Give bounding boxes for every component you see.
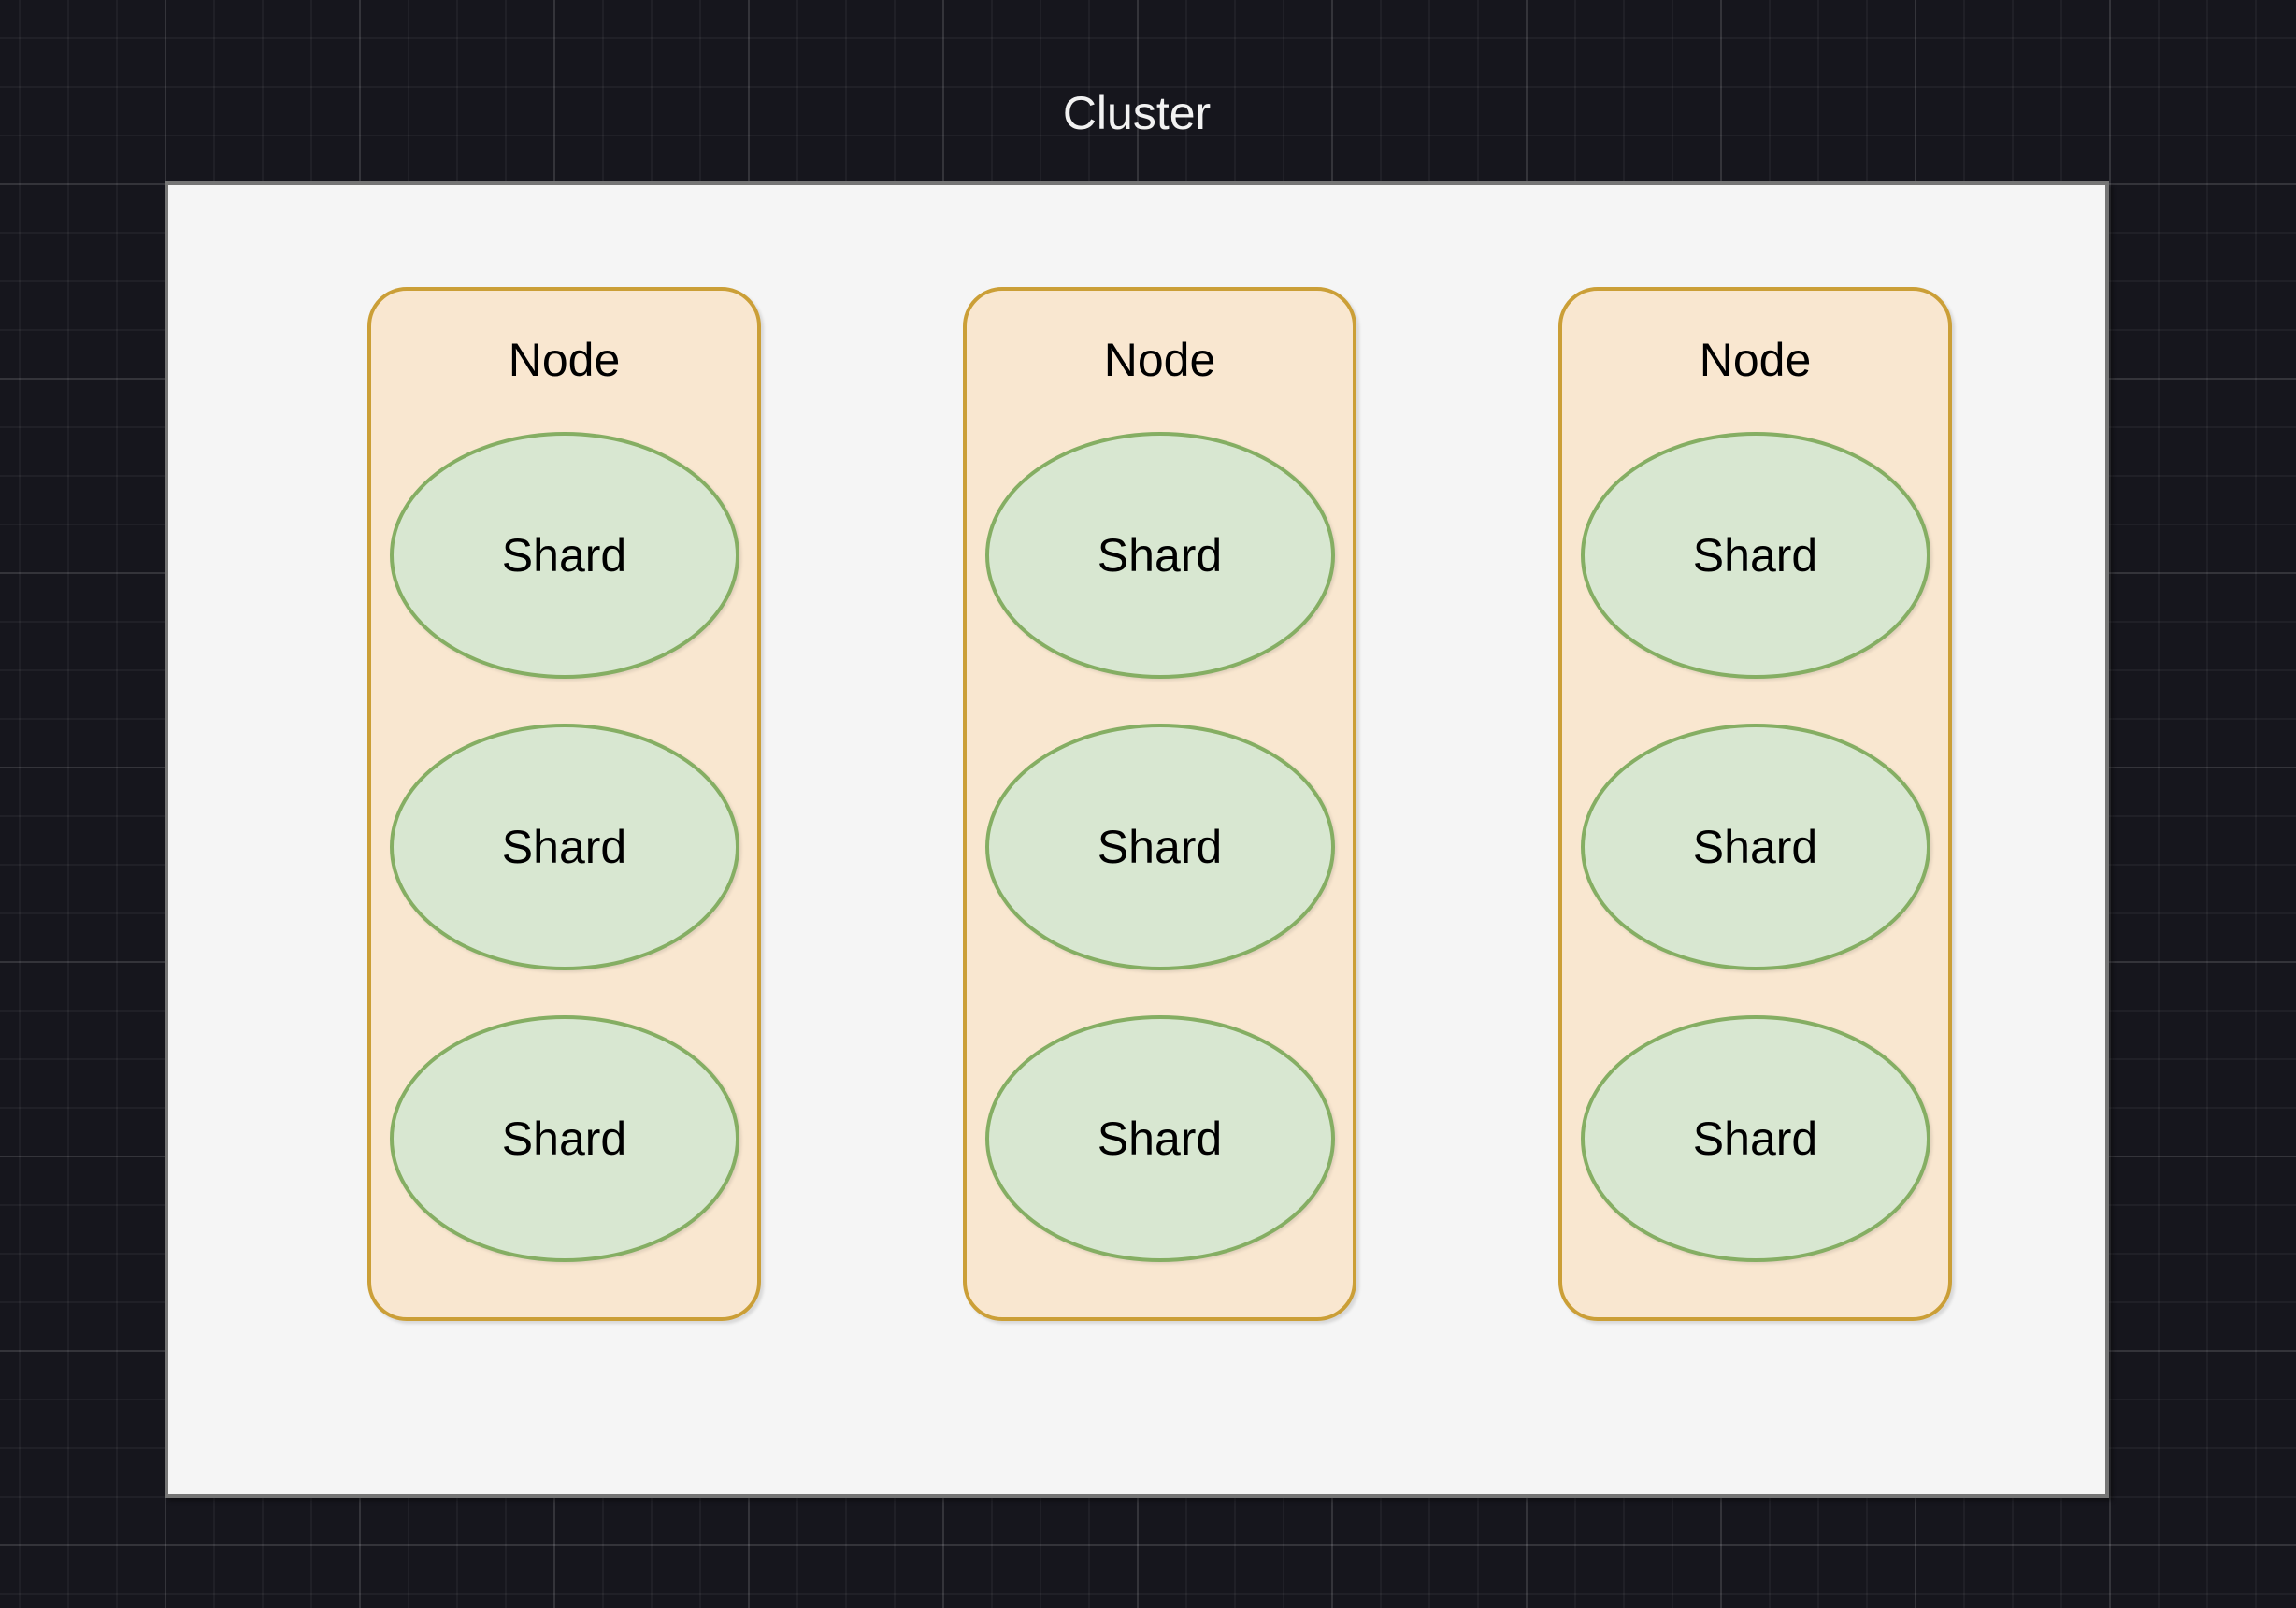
shard-ellipse[interactable]: Shard <box>389 432 739 679</box>
shard-label: Shard <box>1097 821 1223 873</box>
node-label: Node <box>1699 334 1812 386</box>
shard-label: Shard <box>1097 529 1223 581</box>
cluster-panel[interactable]: Node Shard Shard Shard Node Shard Shard … <box>165 181 2109 1498</box>
node-box[interactable]: Node Shard Shard Shard <box>367 287 761 1321</box>
shard-ellipse[interactable]: Shard <box>984 724 1335 970</box>
shard-label: Shard <box>1097 1113 1223 1165</box>
shard-label: Shard <box>501 529 627 581</box>
shard-ellipse[interactable]: Shard <box>1580 432 1930 679</box>
shard-label: Shard <box>501 821 627 873</box>
node-label: Node <box>1103 334 1216 386</box>
node-box[interactable]: Node Shard Shard Shard <box>1558 287 1952 1321</box>
shard-ellipse[interactable]: Shard <box>984 432 1335 679</box>
shard-label: Shard <box>501 1113 627 1165</box>
shard-ellipse[interactable]: Shard <box>389 1015 739 1262</box>
node-label: Node <box>508 334 621 386</box>
shard-ellipse[interactable]: Shard <box>1580 1015 1930 1262</box>
cluster-title: Cluster <box>1062 87 1212 139</box>
shard-label: Shard <box>1692 1113 1818 1165</box>
shard-label: Shard <box>1692 821 1818 873</box>
shard-ellipse[interactable]: Shard <box>389 724 739 970</box>
shard-ellipse[interactable]: Shard <box>984 1015 1335 1262</box>
shard-ellipse[interactable]: Shard <box>1580 724 1930 970</box>
shard-label: Shard <box>1692 529 1818 581</box>
node-box[interactable]: Node Shard Shard Shard <box>963 287 1356 1321</box>
